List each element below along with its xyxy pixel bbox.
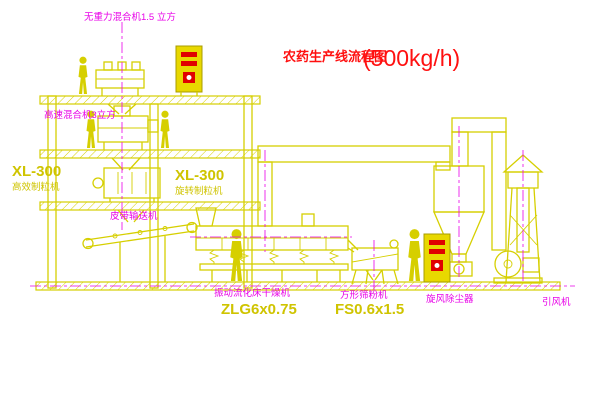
label-granulator-left: 高效制粒机 [12, 181, 60, 193]
control-cabinet-upper [175, 45, 203, 96]
pipe-drop [491, 131, 507, 251]
fan-motor [522, 257, 540, 273]
person-figure [408, 229, 421, 281]
floor-slab-low [39, 201, 261, 211]
person-figure [78, 56, 88, 94]
label-dryer-model: ZLG6x0.75 [221, 301, 297, 318]
label-granulator-right-model: XL-300 [175, 167, 224, 184]
label-high-speed-mixer: 高速混合机3立方 [44, 109, 116, 121]
sifter-body [351, 247, 399, 271]
dryer-inlet-hopper [195, 207, 217, 227]
label-sifter: 方形筛粉机 [340, 289, 388, 301]
label-gravity-free-mixer: 无重力混合机1.5 立方 [84, 11, 176, 23]
diagram-title: 农药生产线流程图 [282, 49, 387, 64]
dryer-top-stub [301, 213, 315, 227]
pulley [186, 221, 198, 234]
fan-suction-pipe [451, 117, 507, 251]
vibration-spring [209, 249, 220, 264]
control-cabinet-lower [423, 233, 451, 283]
floor-slab-top [39, 95, 261, 105]
belt-conveyor [82, 221, 198, 282]
vibration-spring [299, 249, 310, 264]
fan-housing [494, 250, 522, 278]
label-cyclone: 旋风除尘器 [426, 293, 474, 305]
induced-draft-fan [493, 250, 543, 284]
rotary-granulator [92, 167, 161, 223]
square-sifter [351, 239, 399, 285]
label-dryer: 振动流化床干燥机 [214, 287, 291, 299]
vibration-spring [329, 249, 340, 264]
vibration-spring [269, 249, 280, 264]
floor-slab-mid [39, 149, 261, 159]
diagram-capacity: (500kg/h) [363, 45, 460, 71]
label-sifter-model: FS0.6x1.5 [335, 301, 404, 318]
duct-horizontal [257, 145, 451, 163]
exhaust-duct [257, 145, 451, 227]
label-granulator-left-model: XL-300 [12, 163, 61, 180]
person-figure [160, 110, 170, 148]
drive-motor [92, 177, 104, 189]
sifter-motor [389, 239, 399, 249]
label-belt-conveyor: 皮带输送机 [110, 210, 158, 222]
building-structure [30, 95, 575, 291]
dryer-base-frame [199, 263, 349, 271]
pipe-top-run [451, 117, 507, 133]
cyclone-outlet-pipe [451, 131, 469, 167]
labels: 无重力混合机1.5 立方 农药生产线流程图 (500kg/h) 高速混合机3立方… [12, 11, 571, 318]
vibration-spring [239, 249, 250, 264]
label-granulator-right: 旋转制粒机 [175, 185, 223, 197]
label-induced-fan: 引风机 [542, 296, 571, 308]
centerlines [121, 22, 524, 292]
fan-base [493, 277, 543, 284]
fluid-bed-dryer [195, 207, 359, 282]
pulley [82, 237, 94, 250]
column-right [243, 95, 253, 289]
